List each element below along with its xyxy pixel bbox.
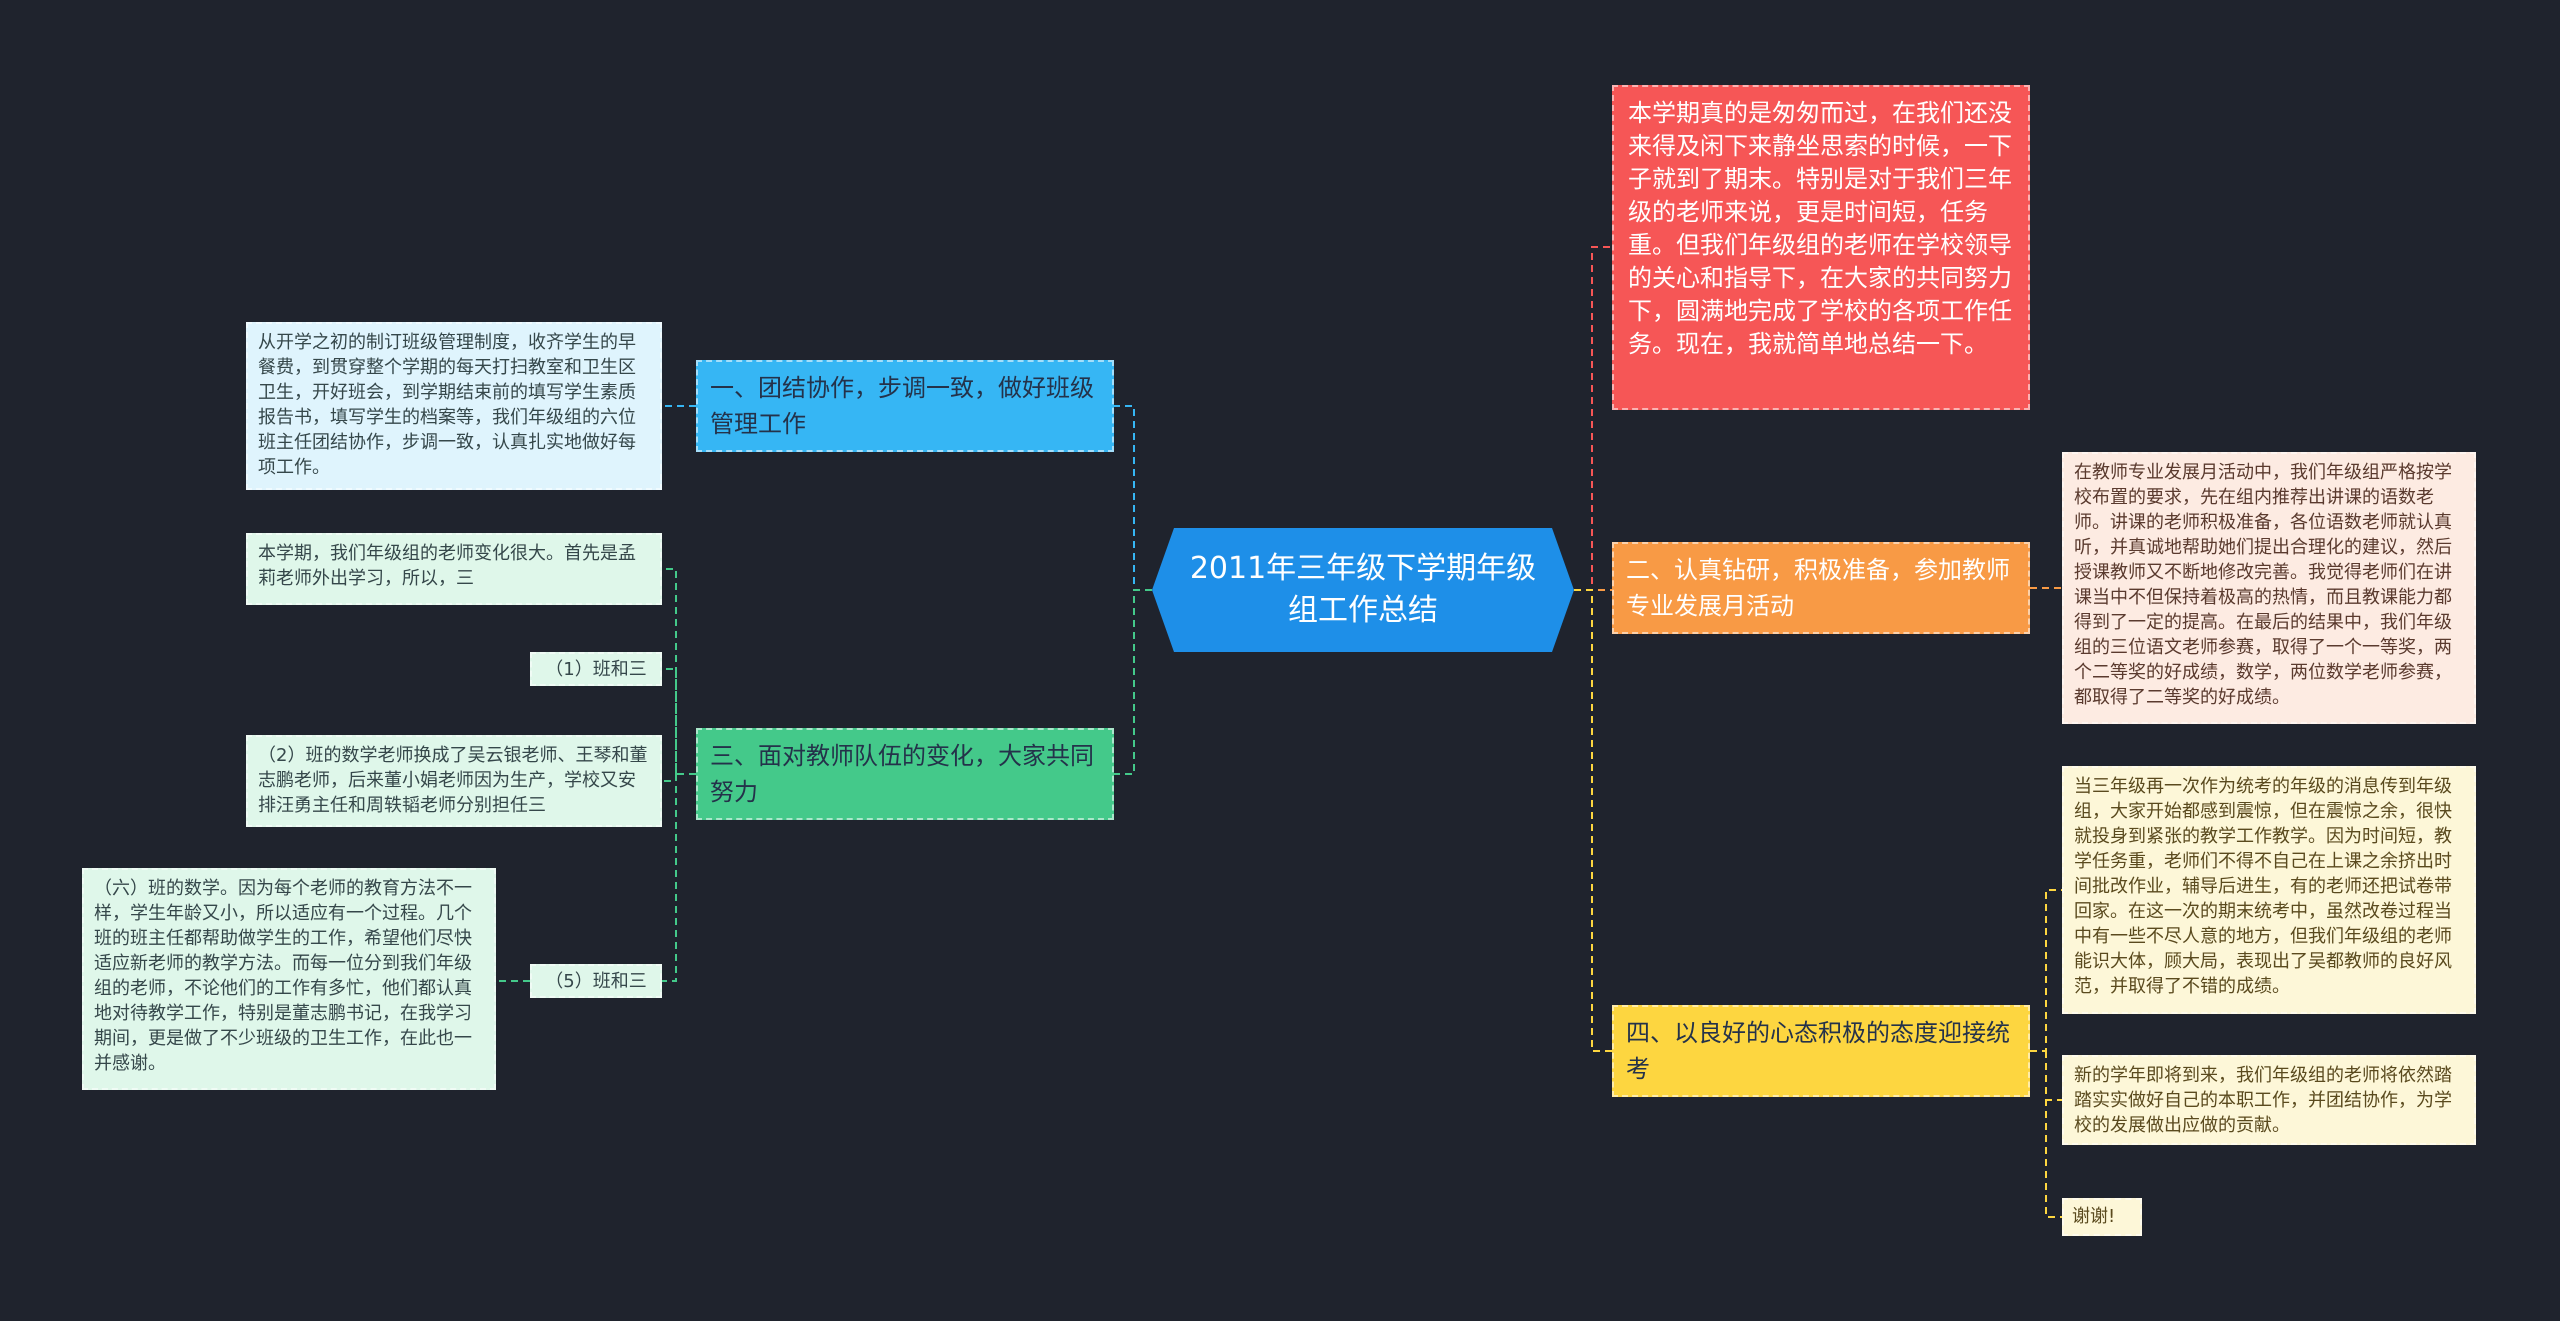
leaf-teacher-change[interactable]: 本学期，我们年级组的老师变化很大。首先是孟莉老师外出学习，所以，三 — [246, 533, 662, 605]
link-center-b4 — [1574, 589, 1612, 1052]
link-center-b3 — [1114, 589, 1152, 775]
leaf-new-year[interactable]: 新的学年即将到来，我们年级组的老师将依然踏踏实实做好自己的本职工作，并团结协作，… — [2062, 1055, 2476, 1145]
intro-node[interactable]: 本学期真的是匆匆而过，在我们还没来得及闲下来静坐思索的时候，一下子就到了期末。特… — [1612, 85, 2030, 410]
leaf-unified-exam[interactable]: 当三年级再一次作为统考的年级的消息传到年级组，大家开始都感到震惊，但在震惊之余，… — [2062, 766, 2476, 1014]
leaf-thanks[interactable]: 谢谢! — [2062, 1198, 2142, 1236]
leaf-development-month[interactable]: 在教师专业发展月活动中，我们年级组严格按学校布置的要求，先在组内推荐出讲课的语数… — [2062, 452, 2476, 724]
link-center-intro — [1574, 246, 1612, 591]
link-b3-l4 — [662, 774, 677, 782]
leaf-class-5[interactable]: （5）班和三 — [530, 964, 662, 998]
link-b4-r2 — [2030, 889, 2062, 1052]
link-b3-l3 — [662, 668, 677, 774]
link-b3-l2 — [662, 568, 696, 775]
branch-1[interactable]: 一、团结协作，步调一致，做好班级管理工作 — [696, 360, 1114, 452]
link-center-b1 — [1114, 405, 1152, 591]
leaf-class-2-math[interactable]: （2）班的数学老师换成了吴云银老师、王琴和董志鹏老师，后来董小娟老师因为生产，学… — [246, 735, 662, 827]
branch-2[interactable]: 二、认真钻研，积极准备，参加教师专业发展月活动 — [1612, 542, 2030, 634]
leaf-class-management[interactable]: 从开学之初的制订班级管理制度，收齐学生的早餐费，到贯穿整个学期的每天打扫教室和卫… — [246, 322, 662, 490]
link-b4-r4 — [2045, 1051, 2062, 1218]
link-b4-r3 — [2045, 1051, 2062, 1101]
branch-4[interactable]: 四、以良好的心态积极的态度迎接统考 — [1612, 1005, 2030, 1097]
leaf-class-6-math[interactable]: （六）班的数学。因为每个老师的教育方法不一样，学生年龄又小，所以适应有一个过程。… — [82, 868, 496, 1090]
branch-3[interactable]: 三、面对教师队伍的变化，大家共同努力 — [696, 728, 1114, 820]
central-topic[interactable]: 2011年三年级下学期年级组工作总结 — [1152, 528, 1574, 652]
link-b3-l6 — [662, 774, 677, 982]
leaf-class-1[interactable]: （1）班和三 — [530, 652, 662, 686]
